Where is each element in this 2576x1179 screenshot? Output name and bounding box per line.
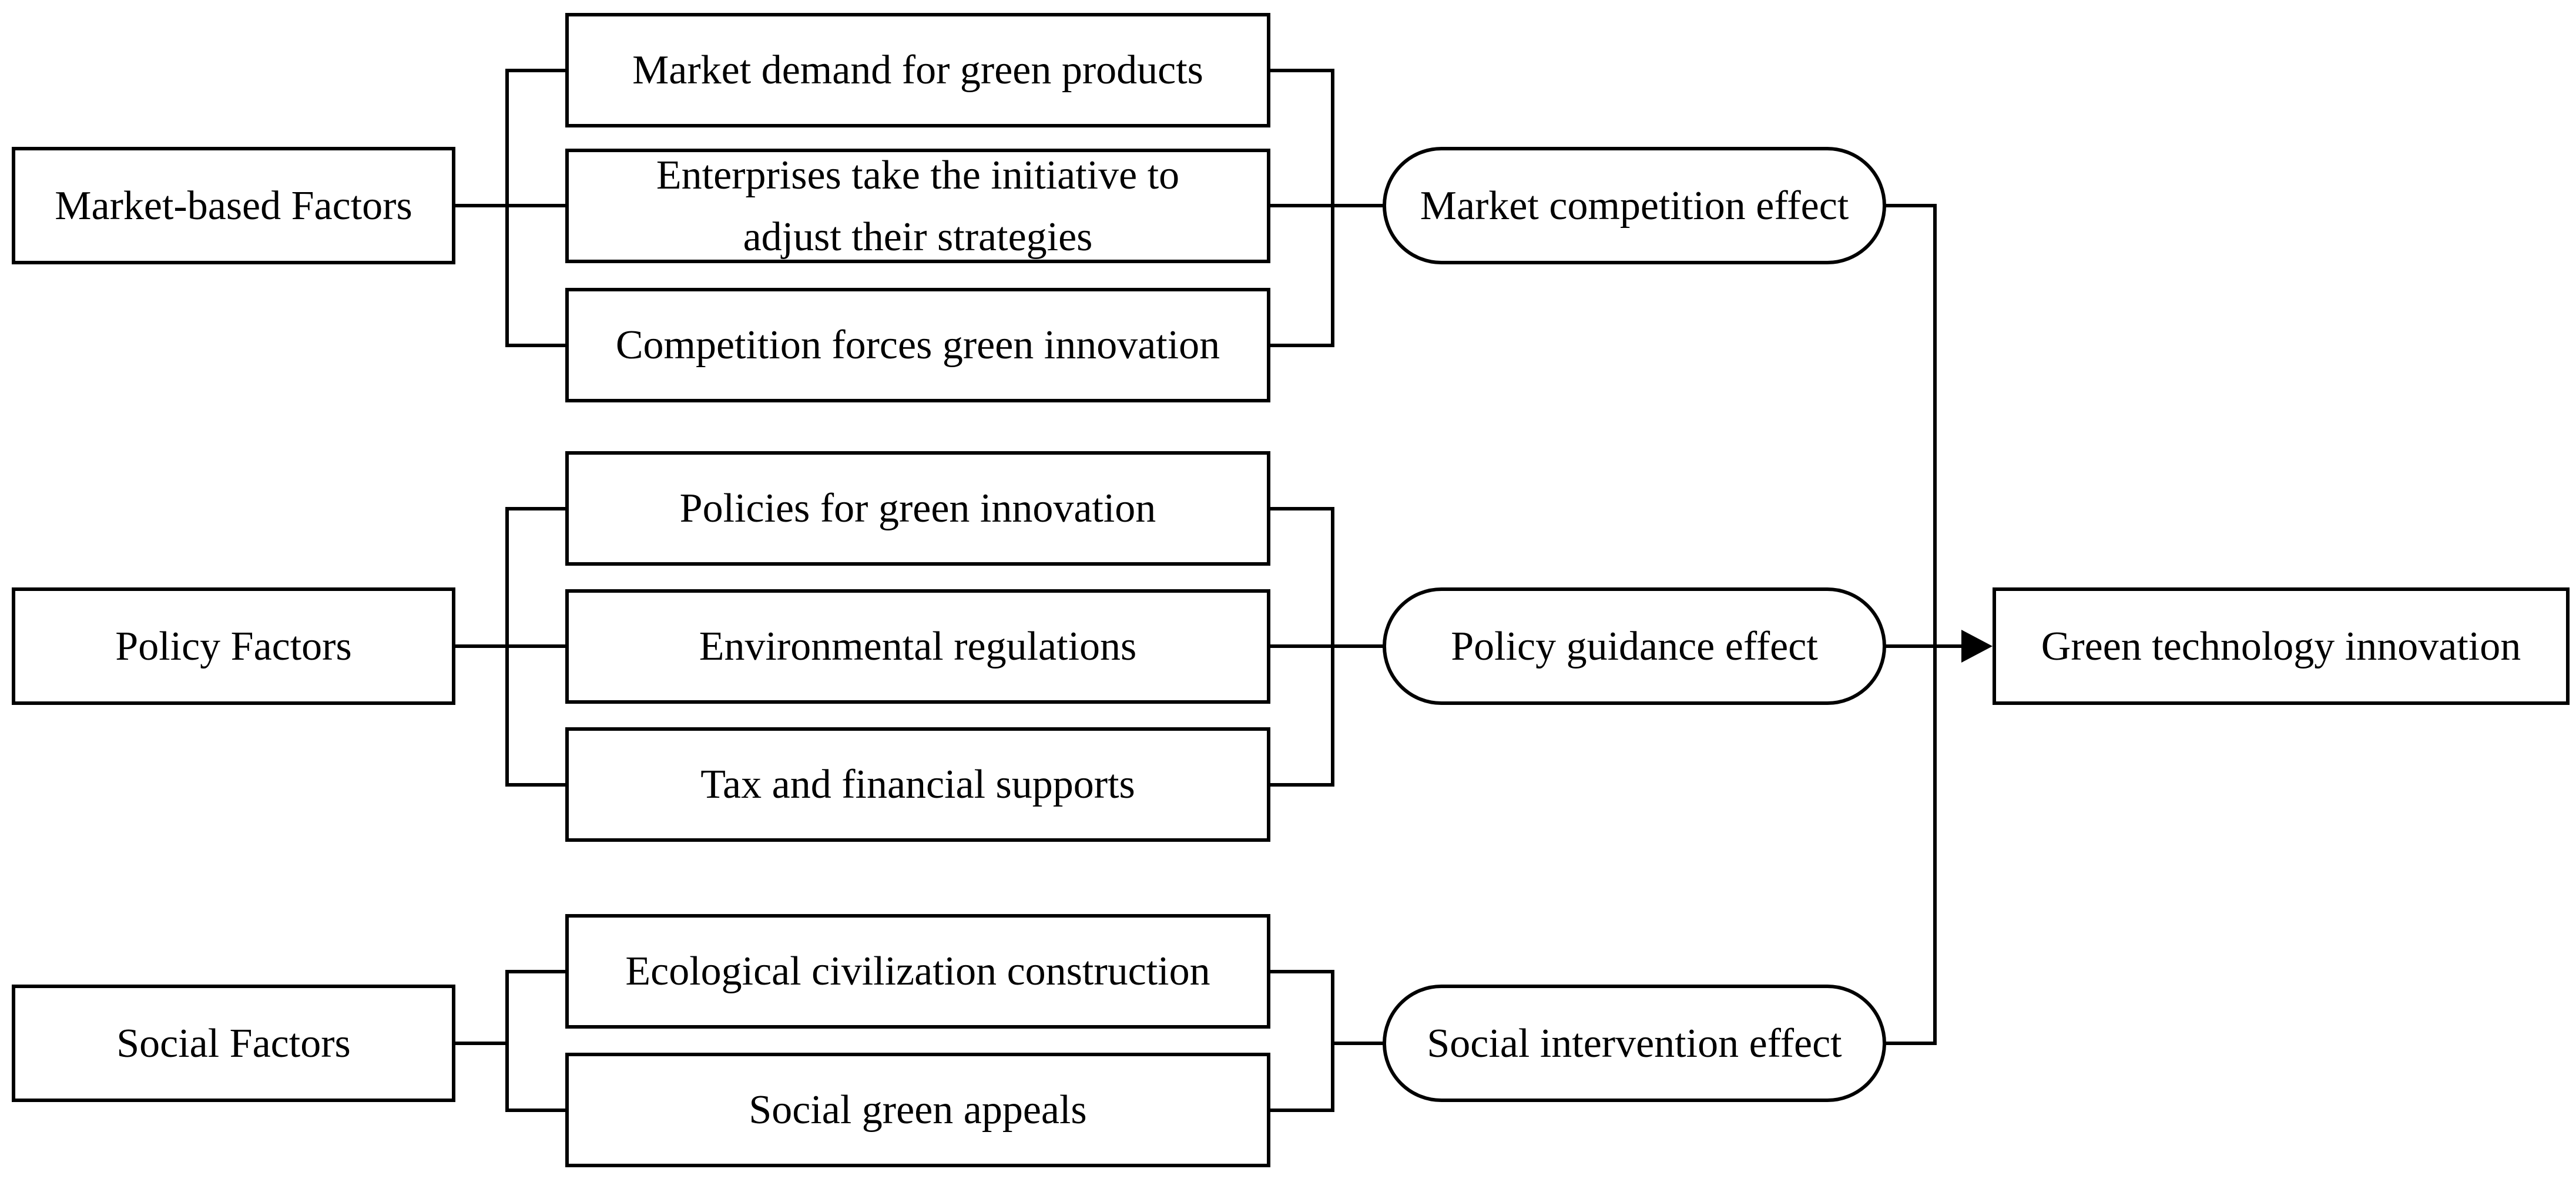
subfactor-box-ecological-civilization: Ecological civilization construction bbox=[565, 914, 1270, 1029]
arrow-head-icon bbox=[1961, 630, 1993, 663]
factor-box-social: Social Factors bbox=[12, 985, 455, 1102]
policy-group-connectors bbox=[454, 507, 1969, 787]
subfactor-box-environmental-regulations: Environmental regulations bbox=[565, 589, 1270, 704]
factor-box-policy: Policy Factors bbox=[12, 587, 455, 705]
factor-label-policy: Policy Factors bbox=[115, 623, 352, 669]
subfactor-label: Market demand for green products bbox=[632, 48, 1203, 93]
subfactor-label: Ecological civilization construction bbox=[625, 949, 1210, 994]
subfactor-box-enterprise-strategies: Enterprises take the initiative to adjus… bbox=[565, 149, 1270, 263]
subfactor-label: Environmental regulations bbox=[699, 624, 1137, 669]
effect-label: Market competition effect bbox=[1420, 183, 1849, 229]
subfactor-box-tax-financial-supports: Tax and financial supports bbox=[565, 727, 1270, 842]
factor-box-market: Market-based Factors bbox=[12, 147, 455, 264]
effect-box-social-intervention: Social intervention effect bbox=[1383, 985, 1886, 1102]
effect-box-market-competition: Market competition effect bbox=[1383, 147, 1886, 264]
subfactor-label: Enterprises take the initiative to adjus… bbox=[656, 152, 1180, 260]
subfactor-label: Tax and financial supports bbox=[700, 762, 1135, 807]
subfactor-box-social-green-appeals: Social green appeals bbox=[565, 1053, 1270, 1167]
subfactor-label: Social green appeals bbox=[749, 1087, 1087, 1133]
subfactor-label: Policies for green innovation bbox=[679, 486, 1156, 531]
market-group-connectors bbox=[454, 69, 1937, 347]
subfactor-box-market-demand: Market demand for green products bbox=[565, 13, 1270, 127]
outcome-box-green-technology-innovation: Green technology innovation bbox=[1993, 587, 2570, 705]
factor-label-social: Social Factors bbox=[116, 1020, 351, 1066]
effect-box-policy-guidance: Policy guidance effect bbox=[1383, 587, 1886, 705]
effect-label: Social intervention effect bbox=[1427, 1020, 1842, 1066]
outcome-label: Green technology innovation bbox=[2041, 623, 2521, 669]
effect-label: Policy guidance effect bbox=[1451, 623, 1818, 669]
subfactor-label: Competition forces green innovation bbox=[615, 323, 1220, 368]
subfactor-box-competition-forces: Competition forces green innovation bbox=[565, 288, 1270, 402]
factor-label-market: Market-based Factors bbox=[55, 183, 412, 229]
social-group-connectors bbox=[454, 970, 1937, 1112]
subfactor-box-policies-green-innovation: Policies for green innovation bbox=[565, 451, 1270, 566]
